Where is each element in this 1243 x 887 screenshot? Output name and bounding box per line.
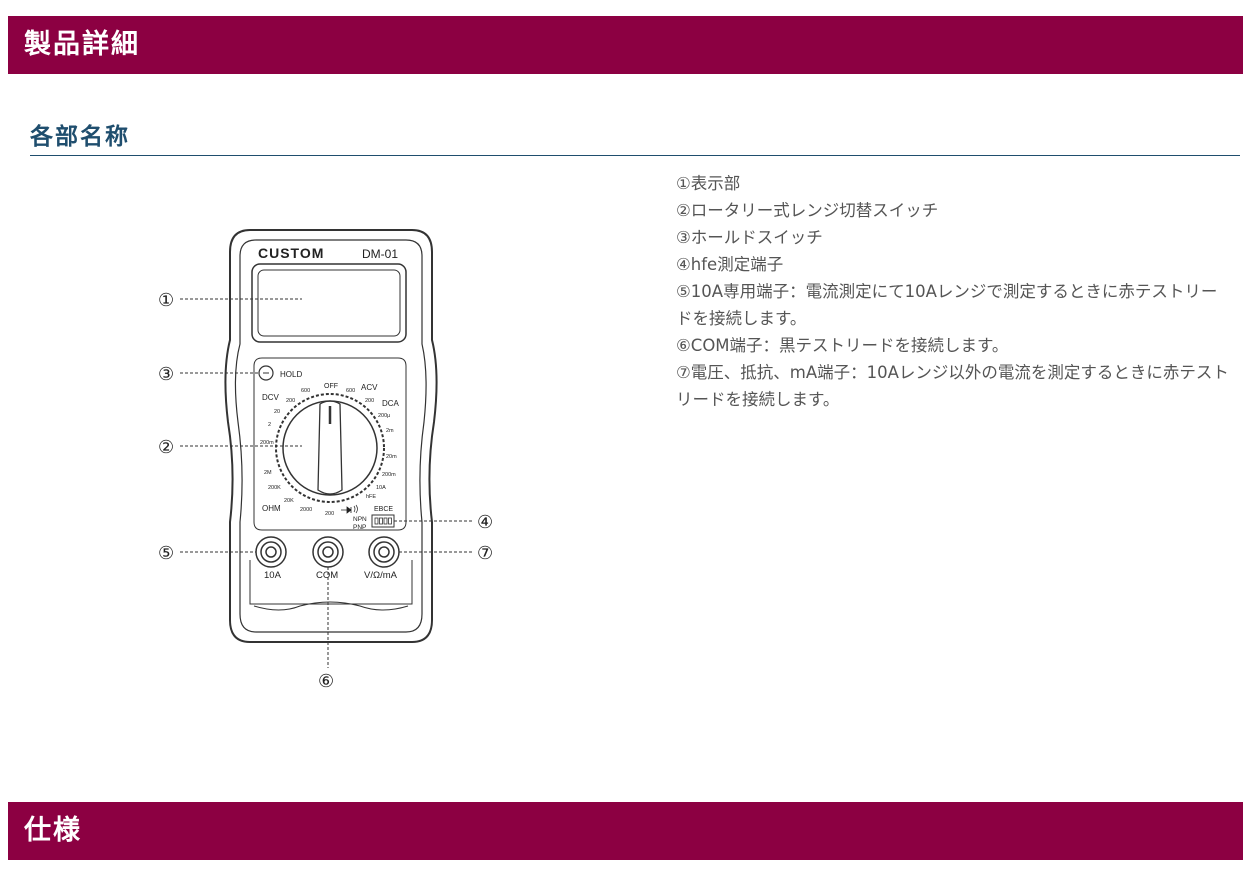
part-item: ①表示部 xyxy=(676,174,741,193)
dial-ohm-2000: 2000 xyxy=(300,507,312,513)
dial-ohm-2m: 2M xyxy=(264,470,272,476)
dial-off: OFF xyxy=(324,383,338,390)
callout-4: ④ xyxy=(477,512,493,532)
terminal-label-com: COM xyxy=(316,570,338,581)
part-item: ⑤10A専用端子：電流測定にて10Aレンジで測定するときに赤テストリードを接続し… xyxy=(676,282,1218,328)
hfe-header: EBCE xyxy=(374,506,393,513)
callout-6: ⑥ xyxy=(318,671,334,691)
hold-button xyxy=(258,365,274,381)
meter-body-inner xyxy=(234,239,427,633)
terminal-10a xyxy=(255,536,287,568)
part-item: ⑦電圧、抵抗、mA端子：10Aレンジ以外の電流を測定するときに赤テストリードを接… xyxy=(676,363,1229,409)
multimeter-diagram: CUSTOM DM-01 HOLD OFF ACV 600 200 DCV 60… xyxy=(150,222,510,702)
dial-dca-200u: 200μ xyxy=(378,413,390,419)
parts-list: ①表示部 ②ロータリー式レンジ切替スイッチ ③ホールドスイッチ ④hfe測定端子… xyxy=(676,170,1231,413)
model-label: DM-01 xyxy=(362,247,398,261)
parts-names-heading: 各部名称 xyxy=(30,120,1240,156)
dial-hfe: hFE xyxy=(366,494,376,500)
terminal-panel xyxy=(249,560,413,605)
dial-dca-2m: 2m xyxy=(386,428,394,434)
dial-ohm-200k: 200K xyxy=(268,485,281,491)
control-panel xyxy=(253,357,407,531)
terminal-label-10a: 10A xyxy=(264,570,282,581)
part-item: ⑥COM端子：黒テストリードを接続します。 xyxy=(676,336,1009,355)
pnp-label: PNP xyxy=(353,524,366,531)
product-detail-header: 製品詳細 xyxy=(8,16,1243,74)
meter-body-outline xyxy=(224,229,438,643)
callout-1: ① xyxy=(158,290,174,310)
dial-dcv-600: 600 xyxy=(301,388,310,394)
dial-dca-20m: 20m xyxy=(386,454,397,460)
dial-dca-200m: 200m xyxy=(382,472,396,478)
part-item: ④hfe測定端子 xyxy=(676,255,784,274)
callout-7: ⑦ xyxy=(477,543,493,563)
part-item: ②ロータリー式レンジ切替スイッチ xyxy=(676,201,939,220)
rotary-dial-knob xyxy=(317,400,343,495)
callout-5: ⑤ xyxy=(158,543,174,563)
rotary-dial-outer xyxy=(275,393,385,503)
part-item: ③ホールドスイッチ xyxy=(676,228,823,247)
dial-dcv-20: 20 xyxy=(274,409,280,415)
callout-3: ③ xyxy=(158,364,174,384)
dial-acv-600: 600 xyxy=(346,388,355,394)
dial-ohm: OHM xyxy=(262,504,281,513)
dial-ohm-20k: 20K xyxy=(284,498,294,504)
dial-dca: DCA xyxy=(382,399,400,408)
dial-ohm-200: 200 xyxy=(325,511,334,517)
terminal-v-ohm-ma xyxy=(368,536,400,568)
callout-2: ② xyxy=(158,437,174,457)
lcd-display xyxy=(251,263,407,343)
brand-logo: CUSTOM xyxy=(258,245,324,261)
dial-dcv-2: 2 xyxy=(268,422,271,428)
spec-header: 仕様 xyxy=(8,802,1243,860)
dial-acv: ACV xyxy=(361,383,378,392)
dial-dcv-200: 200 xyxy=(286,398,295,404)
hold-label: HOLD xyxy=(280,370,302,379)
npn-label: NPN xyxy=(353,516,367,523)
dial-dca-10a: 10A xyxy=(376,485,386,491)
dial-dcv-200m: 200m xyxy=(260,440,274,446)
diode-buzzer-icon xyxy=(341,504,358,514)
terminal-com xyxy=(312,536,344,568)
terminal-label-v-ohm-ma: V/Ω/mA xyxy=(364,570,398,581)
dial-acv-200: 200 xyxy=(365,398,374,404)
dial-dcv: DCV xyxy=(262,393,280,402)
